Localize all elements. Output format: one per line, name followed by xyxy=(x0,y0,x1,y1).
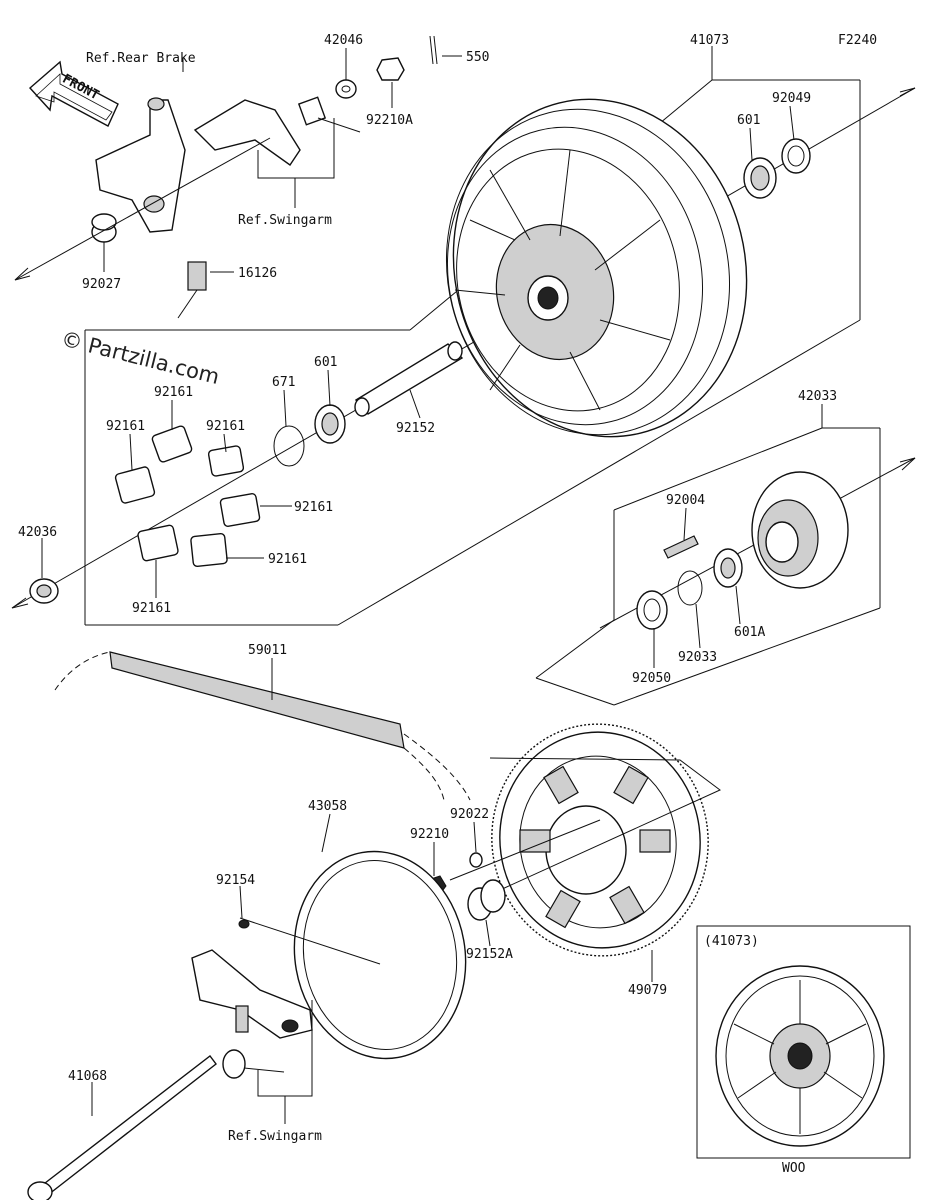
label-92161-f[interactable]: 92161 xyxy=(132,601,171,616)
collar-92027 xyxy=(91,213,117,243)
label-92004[interactable]: 92004 xyxy=(666,493,705,508)
label-92152A[interactable]: 92152A xyxy=(466,947,513,962)
leader-lines xyxy=(41,48,795,1116)
label-92152[interactable]: 92152 xyxy=(396,421,435,436)
cotter-pin-550 xyxy=(429,35,438,65)
brake-caliper-bracket xyxy=(95,97,301,233)
inset-caption: WOO xyxy=(782,1161,806,1176)
label-92161-c[interactable]: 92161 xyxy=(106,419,145,434)
label-550[interactable]: 550 xyxy=(466,50,489,65)
label-92049[interactable]: 92049 xyxy=(772,91,811,106)
dampers-92161 xyxy=(114,425,261,567)
label-41073[interactable]: 41073 xyxy=(690,33,729,48)
front-arrow-icon: FRONT xyxy=(28,60,119,127)
seal-92050 xyxy=(636,590,668,630)
rear-axle-41068 xyxy=(27,1055,217,1200)
screw-92154 xyxy=(238,919,250,929)
label-42036[interactable]: 42036 xyxy=(18,525,57,540)
label-42046[interactable]: 42046 xyxy=(324,33,363,48)
ref-swingarm-upper[interactable]: Ref.Swingarm xyxy=(238,213,332,228)
washer-92022 xyxy=(469,852,483,868)
pulley-49079 xyxy=(491,723,709,957)
label-601A[interactable]: 601A xyxy=(734,625,765,640)
bearing-601A xyxy=(713,548,743,588)
label-92161-e[interactable]: 92161 xyxy=(268,552,307,567)
inset-box xyxy=(696,925,911,1159)
nut-92210A xyxy=(376,57,405,81)
label-92154[interactable]: 92154 xyxy=(216,873,255,888)
label-92161-a[interactable]: 92161 xyxy=(154,385,193,400)
diagram-code: F2240 xyxy=(838,33,877,48)
label-92027[interactable]: 92027 xyxy=(82,277,121,292)
label-601-mid[interactable]: 601 xyxy=(314,355,337,370)
label-92210[interactable]: 92210 xyxy=(410,827,449,842)
drive-belt-59011 xyxy=(54,651,471,801)
spacer-92152 xyxy=(354,341,464,417)
bearing-601-mid xyxy=(314,404,346,444)
label-43058[interactable]: 43058 xyxy=(308,799,347,814)
label-92050[interactable]: 92050 xyxy=(632,671,671,686)
air-valve-16126 xyxy=(177,261,207,319)
adjuster-bolt-upper xyxy=(297,96,361,133)
collar-92004 xyxy=(663,535,699,559)
label-92210A[interactable]: 92210A xyxy=(366,113,413,128)
label-42033[interactable]: 42033 xyxy=(798,389,837,404)
label-601-top[interactable]: 601 xyxy=(737,113,760,128)
collar-92152A xyxy=(467,879,506,921)
label-41068[interactable]: 41068 xyxy=(68,1069,107,1084)
ref-rear-brake[interactable]: Ref.Rear Brake xyxy=(86,51,196,66)
o-ring-671 xyxy=(273,425,305,467)
label-92161-d[interactable]: 92161 xyxy=(294,500,333,515)
label-16126[interactable]: 16126 xyxy=(238,266,277,281)
watermark: © Partzilla.com xyxy=(59,327,222,389)
inset-label: (41073) xyxy=(704,934,759,949)
collar-42036 xyxy=(29,578,59,604)
inset-wheel xyxy=(715,965,885,1147)
ref-swingarm-lower[interactable]: Ref.Swingarm xyxy=(228,1129,322,1144)
label-92022[interactable]: 92022 xyxy=(450,807,489,822)
label-59011[interactable]: 59011 xyxy=(248,643,287,658)
bearing-601-top xyxy=(743,157,777,199)
rear-wheel xyxy=(445,98,748,438)
belt-guard-43058 xyxy=(293,850,467,1060)
label-92161-b[interactable]: 92161 xyxy=(206,419,245,434)
seal-92049 xyxy=(781,138,811,174)
washer-42046 xyxy=(335,79,357,99)
hub-42033 xyxy=(751,471,849,589)
label-671[interactable]: 671 xyxy=(272,375,295,390)
adjuster-bolt-lower xyxy=(222,1049,285,1079)
label-49079[interactable]: 49079 xyxy=(628,983,667,998)
label-92033[interactable]: 92033 xyxy=(678,650,717,665)
belt-adjuster-block xyxy=(191,949,313,1039)
snap-ring-92033 xyxy=(677,570,703,606)
